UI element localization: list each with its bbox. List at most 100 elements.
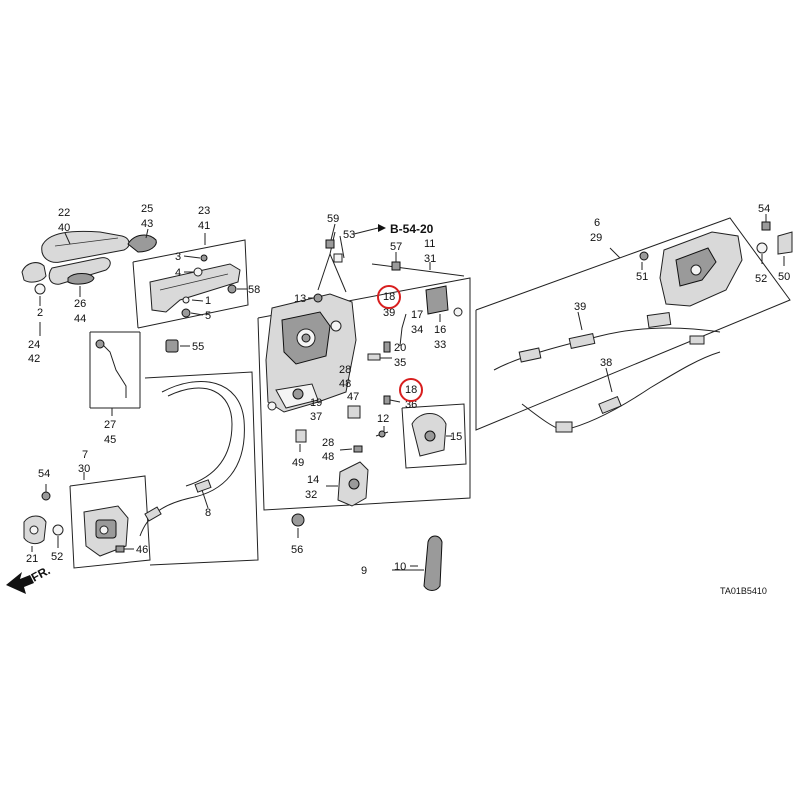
callout-20: 20 [394,342,406,354]
door-lock-assembly [257,223,471,511]
lock-cable-group [291,252,465,538]
callout-13: 13 [294,293,306,305]
screw-1 [182,296,190,304]
callout-44: 44 [74,313,86,325]
callout-59: 59 [327,213,339,225]
handle-frame-group [132,239,249,329]
callout-33: 33 [434,339,446,351]
callout-28-top: 28 [339,364,351,376]
rod-17 [399,313,407,347]
callout-32: 32 [305,489,317,501]
cable-group [139,371,259,566]
callout-28-low: 28 [322,437,334,449]
callout-22: 22 [58,207,70,219]
callout-48-low: 48 [322,451,334,463]
callout-46: 46 [136,544,148,556]
bolt-54b [761,221,771,231]
callout-16: 16 [434,324,446,336]
callout-15: 15 [450,431,462,443]
bolt-55-part [165,339,179,353]
grommet-47 [347,405,361,419]
front-arrow-icon [6,572,34,594]
callout-5: 5 [205,310,211,322]
callout-27: 27 [104,419,116,431]
callout-25: 25 [141,203,153,215]
handle-bezel-part [21,262,47,283]
callout-18-mid: 18 [405,384,417,396]
grommet-49 [295,429,307,443]
callout-39-top: 39 [383,307,395,319]
callout-40: 40 [58,222,70,234]
callout-labels: 22 40 25 43 23 41 3 4 58 1 5 2 24 42 26 … [26,203,790,596]
bolt-55-group [165,339,190,353]
callout-36: 36 [405,399,417,411]
outer-door-handle-group [21,228,206,336]
handle-base-part [48,257,111,285]
slide-door-group [475,214,793,433]
callout-37: 37 [310,411,322,423]
callout-54-right: 54 [758,203,770,215]
clip-28 [353,445,363,453]
bolt-56 [291,513,305,527]
callout-45: 45 [104,434,116,446]
callout-19: 19 [310,397,322,409]
callout-23: 23 [198,205,210,217]
callout-55: 55 [192,341,204,353]
callout-52-right: 52 [755,273,767,285]
bolt-51 [639,251,649,261]
callout-29: 29 [590,232,602,244]
cover-9-group [392,535,443,591]
callout-9: 9 [361,565,367,577]
cap-cover-part [423,535,443,591]
cover-15-group [401,403,467,469]
callout-2: 2 [37,307,43,319]
callout-43: 43 [141,218,153,230]
latch-group [23,472,151,569]
reference-label: B-54-20 [390,222,434,236]
callout-38: 38 [600,357,612,369]
rod-group [89,331,141,416]
callout-47: 47 [347,391,359,403]
callout-17: 17 [411,309,423,321]
callout-14: 14 [307,474,319,486]
handle-pad-part [67,273,95,285]
callout-35: 35 [394,357,406,369]
screw-4 [193,267,203,277]
callout-26: 26 [74,298,86,310]
callout-48-top: 48 [339,378,351,390]
callout-56: 56 [291,544,303,556]
bolt-57 [391,261,401,271]
outer-handle-part [41,230,130,263]
washer-52b [756,242,768,254]
callout-54: 54 [38,468,50,480]
cable-38-part [521,351,721,431]
callout-51: 51 [636,271,648,283]
clip-20 [383,341,391,353]
callout-49: 49 [292,457,304,469]
callout-50: 50 [778,271,790,283]
cable-part [139,380,245,537]
grommet-53 [333,253,343,263]
callout-42: 42 [28,353,40,365]
handle-cap-part [127,234,157,253]
washer-52 [52,524,64,536]
bolt-3 [200,254,208,262]
washer-2 [34,283,46,295]
bolt-5 [181,308,191,318]
callout-4: 4 [175,267,181,279]
clip-46 [115,545,125,553]
nut-58 [227,284,237,294]
callout-10: 10 [394,561,406,573]
highlight-circle-18-mid [399,378,423,402]
spring-35 [367,353,381,361]
callout-58: 58 [248,284,260,296]
callout-12: 12 [377,413,389,425]
callout-6: 6 [594,217,600,229]
callout-41: 41 [198,220,210,232]
callout-8: 8 [205,507,211,519]
diagram-code: TA01B5410 [720,586,767,596]
ref-arrow-icon [378,224,386,232]
callout-30: 30 [78,463,90,475]
callout-11: 11 [424,238,435,250]
